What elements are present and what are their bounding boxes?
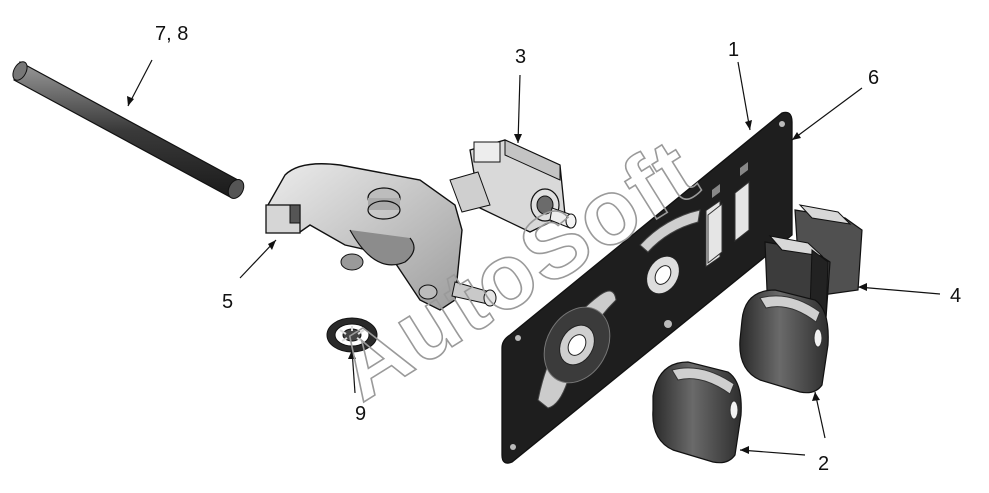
callout-4: 4 xyxy=(950,285,962,307)
leader-4 xyxy=(857,286,941,295)
washer-part xyxy=(326,317,378,353)
leader-3 xyxy=(517,74,521,144)
callout-2: 2 xyxy=(818,453,830,475)
callout-6: 6 xyxy=(868,67,880,89)
callout-7-8: 7, 8 xyxy=(155,23,189,45)
callout-9: 9 xyxy=(355,403,367,425)
leader-2b xyxy=(739,449,806,456)
bracket-part xyxy=(265,163,497,311)
knob-lower-part xyxy=(652,361,742,464)
leader-arrowheads xyxy=(127,96,867,454)
callout-3: 3 xyxy=(515,46,527,68)
switch-part xyxy=(449,139,577,233)
control-panel-part xyxy=(501,111,793,464)
leader-1 xyxy=(737,61,751,131)
callout-1: 1 xyxy=(728,39,740,61)
rod-part xyxy=(12,61,245,199)
knob-upper-part xyxy=(739,289,829,394)
callout-5: 5 xyxy=(222,291,234,313)
leader-6 xyxy=(791,87,863,141)
